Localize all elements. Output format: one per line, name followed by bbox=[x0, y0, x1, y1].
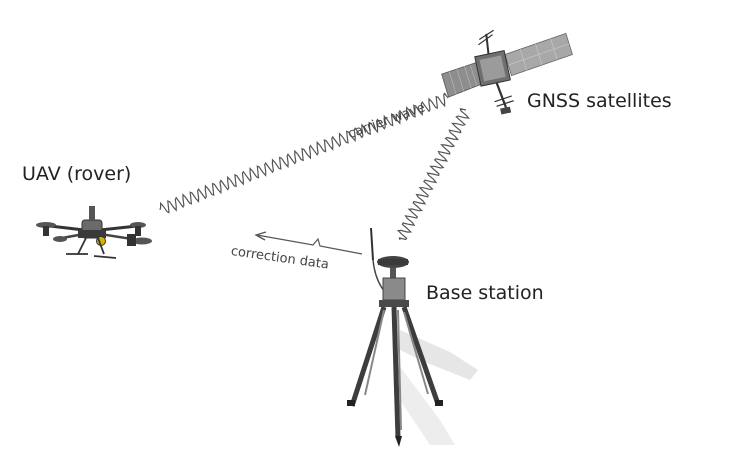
correction-data-link bbox=[256, 234, 363, 255]
carrier-wave-satellite-to-uav bbox=[159, 92, 449, 214]
uav-rover-label: UAV (rover) bbox=[22, 163, 132, 185]
carrier-wave-satellite-to-base bbox=[396, 108, 471, 241]
drone-icon bbox=[36, 206, 152, 259]
base-station-label: Base station bbox=[426, 282, 544, 304]
gnss-satellites-label: GNSS satellites bbox=[527, 90, 672, 112]
tripod-base-station-icon bbox=[347, 227, 478, 447]
correction-arrowhead bbox=[254, 231, 267, 241]
satellite-icon bbox=[441, 29, 573, 115]
